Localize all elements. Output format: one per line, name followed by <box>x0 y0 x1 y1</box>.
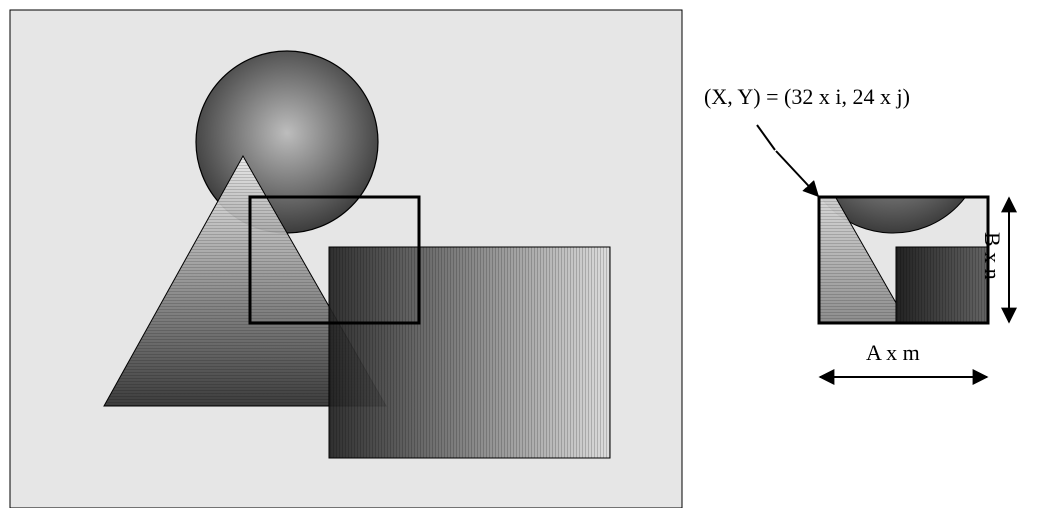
triangle-shape <box>103 154 387 407</box>
block-origin-label: (X, Y) = (32 x i, 24 x j) <box>704 84 910 109</box>
block-width-label: A x m <box>866 340 920 365</box>
selection-block <box>248 195 421 325</box>
rectangle-shape <box>328 246 611 459</box>
zoomed-block <box>817 195 990 325</box>
origin-pointer-arrow <box>756 124 820 198</box>
block-height-label: B x n <box>980 232 1005 280</box>
